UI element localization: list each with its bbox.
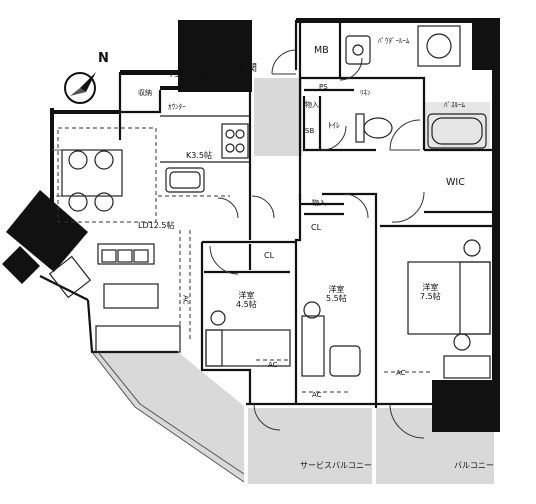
compass-icon xyxy=(64,72,96,104)
room-storage: 収納 xyxy=(138,89,152,97)
room-ld-name: LD xyxy=(138,221,149,230)
room-ps-mid: PS xyxy=(319,83,328,91)
room-2-size: 5.5帖 xyxy=(326,293,347,303)
bath-floor xyxy=(424,102,490,150)
wall-left-diag xyxy=(50,108,54,218)
room-counter: ｶｳﾝﾀｰ xyxy=(168,103,186,111)
pillar-bottom-right xyxy=(432,380,500,432)
room-wic: WIC xyxy=(446,177,465,188)
door-toilet xyxy=(321,125,347,151)
door-bath xyxy=(389,119,421,151)
wall-top-left xyxy=(120,70,180,75)
door-kitchen xyxy=(217,197,239,219)
wall-top-right xyxy=(296,18,500,23)
room-linen: ﾘﾈﾝ xyxy=(360,89,371,97)
label-balcony: バルコニー xyxy=(454,461,494,470)
room-shelf: 棚 xyxy=(28,261,36,270)
pillar-left-small xyxy=(2,246,40,284)
wall-kitchen-top xyxy=(160,86,252,90)
room-kitchen: K3.5帖 xyxy=(186,151,212,161)
room-mb: MB xyxy=(314,45,329,56)
door-service xyxy=(253,403,281,431)
wall-right xyxy=(492,20,500,430)
room-toilet: ﾄｲﾚ xyxy=(328,121,340,130)
door-wic xyxy=(391,191,425,223)
room-powder: ﾊﾟｳﾀﾞｰﾙｰﾑ xyxy=(378,37,410,45)
room-kitchen-size: 3.5帖 xyxy=(191,151,212,160)
room-kitchen-name: K xyxy=(186,151,192,160)
room-cl-center: CL xyxy=(311,223,322,232)
ac-room-3: AC xyxy=(396,369,406,377)
door-balcony xyxy=(389,403,425,439)
entrance-floor xyxy=(254,78,302,156)
pillar-left xyxy=(6,190,88,272)
label-service-balcony: サービスバルコニー xyxy=(300,461,372,470)
pillar-top xyxy=(178,20,252,92)
room-closet-mid: 物入 xyxy=(305,101,319,109)
compass-north-label: N xyxy=(98,51,109,66)
room-closet-top: 物入 xyxy=(198,71,212,79)
room-2-label: 洋室 5.5帖 xyxy=(326,285,347,304)
room-3-size: 7.5帖 xyxy=(420,291,441,301)
room-closet-low: 物入 xyxy=(312,199,326,207)
ld-balcony xyxy=(92,352,244,482)
room-2-name: 洋室 xyxy=(328,285,345,294)
structural-walls xyxy=(2,18,500,432)
room-entrance: 玄関 xyxy=(238,63,258,74)
room-1-label: 洋室 4.5帖 xyxy=(236,291,257,310)
room-ld: LD12.5帖 xyxy=(138,221,175,231)
room-ld-size: 12.5帖 xyxy=(148,221,175,230)
door-entrance xyxy=(271,49,297,75)
room-ps-top: PS xyxy=(170,71,179,79)
door-r2 xyxy=(343,193,369,219)
room-1-size: 4.5帖 xyxy=(236,299,257,309)
room-1-name: 洋室 xyxy=(238,291,255,300)
ac-ld: AC xyxy=(181,295,190,305)
door-ld xyxy=(251,195,275,219)
ac-room-2: AC xyxy=(312,391,322,399)
service-balcony-floor xyxy=(248,408,372,484)
room-cl-left: CL xyxy=(264,251,275,260)
door-r1 xyxy=(209,245,239,275)
room-3-label: 洋室 7.5帖 xyxy=(420,283,441,302)
room-bath: ﾊﾞｽﾙｰﾑ xyxy=(444,101,465,109)
ac-room-1: AC xyxy=(268,361,278,369)
wall-ld-top xyxy=(52,110,120,114)
door-powder xyxy=(339,57,363,81)
room-sb: SB xyxy=(305,127,315,135)
ld-dashed-area xyxy=(57,127,157,223)
room-3-name: 洋室 xyxy=(422,283,439,292)
compass xyxy=(62,66,102,106)
